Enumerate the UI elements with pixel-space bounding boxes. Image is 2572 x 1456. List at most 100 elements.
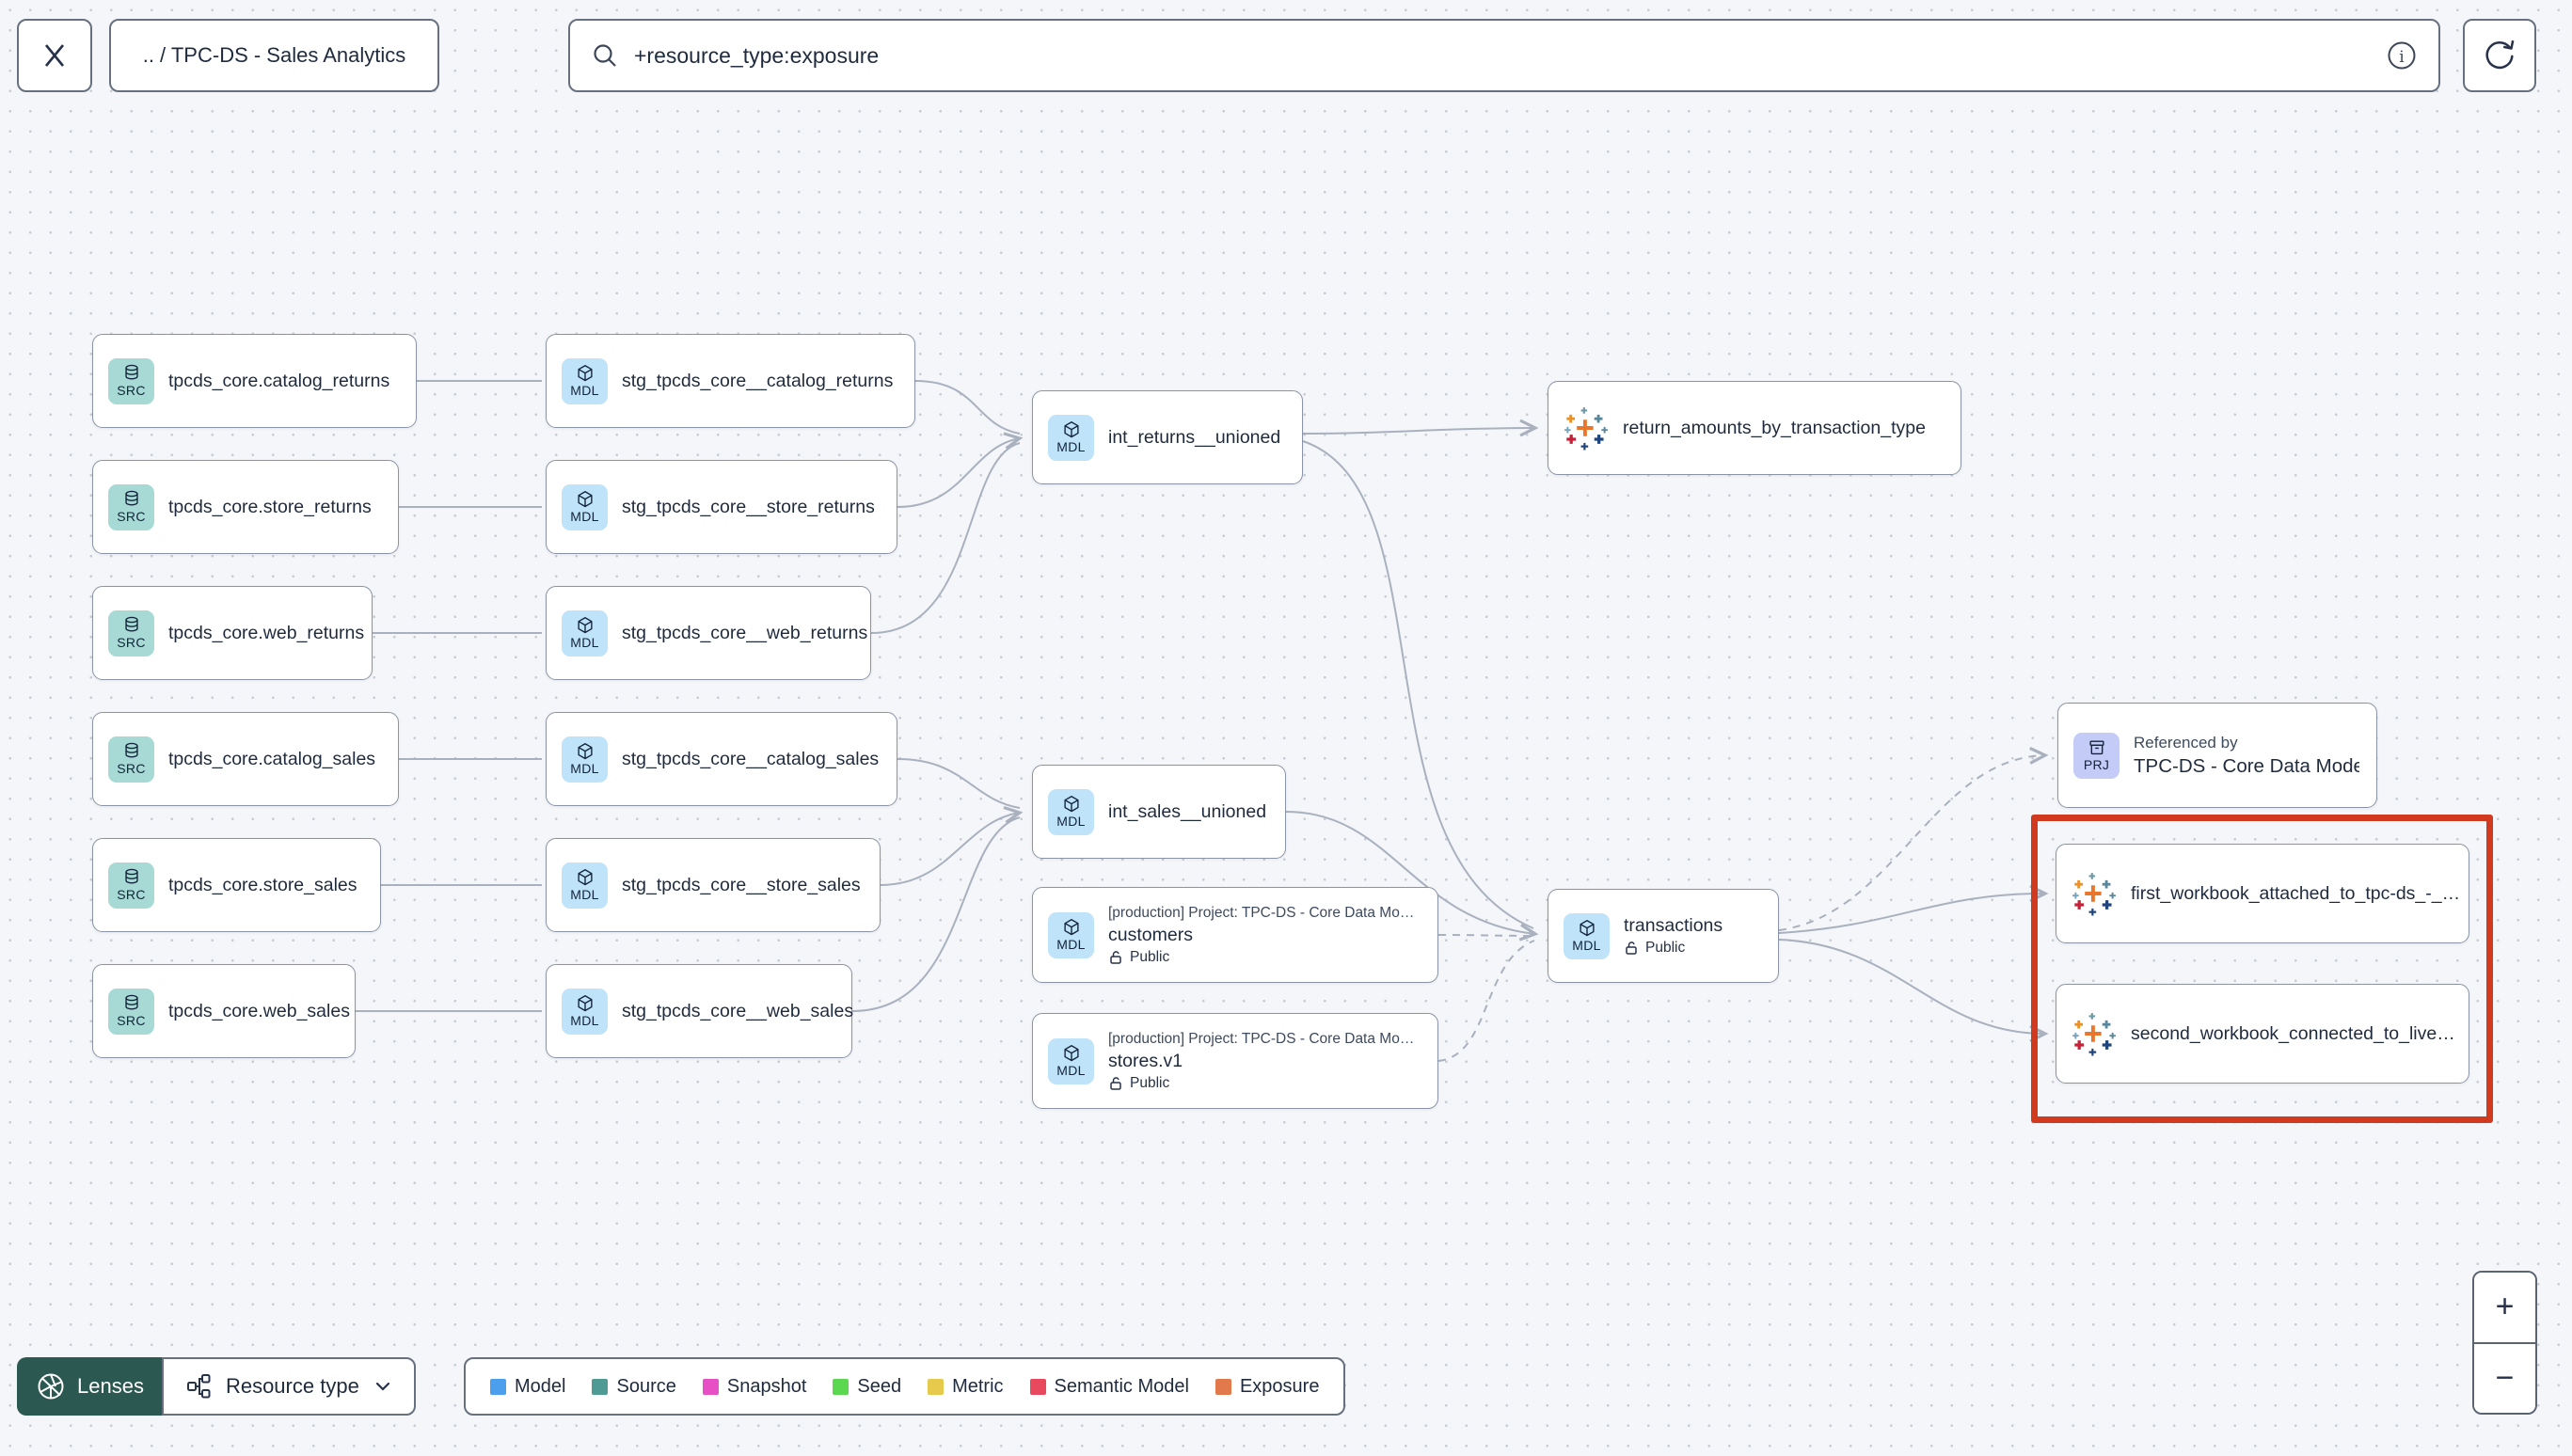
source-color-swatch: [592, 1378, 609, 1395]
resource-type-legend: Model Source Snapshot Seed Metric Semant…: [464, 1357, 1346, 1416]
close-icon: [44, 44, 65, 67]
source-badge: SRC: [108, 736, 154, 783]
model-color-swatch: [490, 1378, 506, 1395]
node-tpcds-core-catalog-returns[interactable]: SRC tpcds_core.catalog_returns: [92, 334, 417, 428]
cube-icon: [1579, 920, 1595, 937]
node-int-sales-unioned[interactable]: MDL int_sales__unioned: [1032, 765, 1286, 859]
database-icon: [124, 869, 138, 884]
cube-icon: [1063, 1045, 1079, 1062]
chevron-down-icon: [375, 1382, 389, 1391]
metric-color-swatch: [928, 1378, 945, 1395]
source-badge: SRC: [108, 609, 154, 657]
database-icon: [124, 995, 138, 1010]
legend-item-metric: Metric: [928, 1376, 1004, 1398]
search-bar[interactable]: i: [568, 19, 2440, 92]
model-badge: MDL: [1048, 911, 1094, 958]
aperture-icon: [38, 1373, 64, 1400]
cube-icon: [1063, 919, 1079, 936]
node-stg-catalog-sales[interactable]: MDL stg_tpcds_core__catalog_sales: [546, 712, 897, 806]
node-referenced-by-project[interactable]: PRJ Referenced by TPC-DS - Core Data Mod…: [2057, 703, 2377, 808]
node-stg-web-returns[interactable]: MDL stg_tpcds_core__web_returns: [546, 586, 871, 680]
search-icon: [594, 44, 616, 67]
source-badge: SRC: [108, 988, 154, 1035]
zoom-out-button[interactable]: −: [2474, 1343, 2535, 1413]
lenses-button[interactable]: Lenses: [17, 1357, 163, 1416]
node-exposure-return-amounts[interactable]: return_amounts_by_transaction_type: [1548, 381, 1961, 475]
node-stg-store-sales[interactable]: MDL stg_tpcds_core__store_sales: [546, 838, 881, 932]
node-customers[interactable]: MDL [production] Project: TPC-DS - Core …: [1032, 887, 1438, 983]
breadcrumb[interactable]: .. / TPC-DS - Sales Analytics: [109, 19, 439, 92]
project-label: [production] Project: TPC-DS - Core Data…: [1108, 1030, 1415, 1047]
lock-open-icon: [1110, 1076, 1121, 1090]
node-stg-catalog-returns[interactable]: MDL stg_tpcds_core__catalog_returns: [546, 334, 915, 428]
legend-item-model: Model: [490, 1376, 565, 1398]
project-label: [production] Project: TPC-DS - Core Data…: [1108, 904, 1415, 921]
node-int-returns-unioned[interactable]: MDL int_returns__unioned: [1032, 390, 1303, 484]
source-badge: SRC: [108, 357, 154, 404]
legend-item-seed: Seed: [833, 1376, 901, 1398]
close-button[interactable]: [17, 19, 92, 92]
node-tpcds-core-web-sales[interactable]: SRC tpcds_core.web_sales: [92, 964, 356, 1058]
edge: [1778, 746, 2049, 931]
node-tpcds-core-catalog-sales[interactable]: SRC tpcds_core.catalog_sales: [92, 712, 399, 806]
cube-icon: [1063, 796, 1079, 813]
search-input[interactable]: [634, 42, 2371, 69]
model-badge: MDL: [562, 862, 608, 909]
model-badge: MDL: [1048, 1037, 1094, 1084]
project-badge: PRJ: [2073, 732, 2120, 779]
node-tpcds-core-store-sales[interactable]: SRC tpcds_core.store_sales: [92, 838, 381, 932]
database-icon: [124, 743, 138, 758]
legend-item-snapshot: Snapshot: [702, 1376, 806, 1398]
model-badge: MDL: [562, 483, 608, 530]
tableau-icon: [1564, 407, 1608, 451]
node-stg-web-sales[interactable]: MDL stg_tpcds_core__web_sales: [546, 964, 853, 1058]
lock-open-icon: [1626, 942, 1637, 955]
edge: [1302, 419, 1539, 437]
snapshot-color-swatch: [702, 1378, 719, 1395]
model-badge: MDL: [562, 988, 608, 1035]
cube-icon: [577, 617, 593, 634]
cube-icon: [577, 491, 593, 508]
node-exposure-second-workbook[interactable]: second_workbook_connected_to_live…: [2056, 984, 2469, 1084]
edge: [914, 380, 1021, 435]
minus-icon: −: [2495, 1359, 2515, 1396]
plus-icon: +: [2495, 1289, 2515, 1325]
edge: [1778, 939, 2049, 1043]
refresh-icon: [2485, 40, 2515, 70]
cube-icon: [1063, 421, 1079, 438]
edge: [1302, 440, 1534, 929]
model-badge: MDL: [1564, 912, 1610, 959]
exposure-color-swatch: [1215, 1378, 1231, 1395]
lock-open-icon: [1110, 950, 1121, 964]
cube-icon: [577, 365, 593, 382]
source-badge: SRC: [108, 862, 154, 909]
info-icon[interactable]: i: [2386, 40, 2418, 71]
lenses-control: Lenses Resource type: [17, 1357, 416, 1416]
lenses-label: Lenses: [77, 1374, 144, 1398]
svg-text:i: i: [2399, 48, 2405, 67]
semantic-model-color-swatch: [1029, 1378, 1046, 1395]
node-transactions[interactable]: MDL transactions Public: [1548, 889, 1779, 983]
cube-icon: [577, 995, 593, 1012]
edge: [1437, 934, 1532, 937]
zoom-in-button[interactable]: +: [2474, 1273, 2535, 1344]
visibility-label: Public: [1624, 940, 1723, 957]
tableau-icon: [2072, 1013, 2116, 1056]
tableau-icon: [2072, 873, 2116, 916]
refresh-button[interactable]: [2463, 19, 2536, 92]
source-badge: SRC: [108, 483, 154, 530]
edge: [1778, 884, 2049, 934]
resource-type-selector[interactable]: Resource type: [161, 1357, 416, 1416]
edge: [880, 805, 1024, 886]
node-exposure-first-workbook[interactable]: first_workbook_attached_to_tpc-ds_-_…: [2056, 844, 2469, 943]
database-icon: [124, 617, 138, 632]
node-tpcds-core-store-returns[interactable]: SRC tpcds_core.store_returns: [92, 460, 399, 554]
node-tpcds-core-web-returns[interactable]: SRC tpcds_core.web_returns: [92, 586, 373, 680]
node-stores-v1[interactable]: MDL [production] Project: TPC-DS - Core …: [1032, 1013, 1438, 1109]
zoom-panel: + −: [2472, 1271, 2537, 1415]
node-stg-store-returns[interactable]: MDL stg_tpcds_core__store_returns: [546, 460, 897, 554]
edge: [897, 758, 1021, 809]
resource-type-icon: [186, 1374, 211, 1399]
legend-item-semantic-model: Semantic Model: [1029, 1376, 1189, 1398]
archive-box-icon: [2088, 740, 2104, 755]
